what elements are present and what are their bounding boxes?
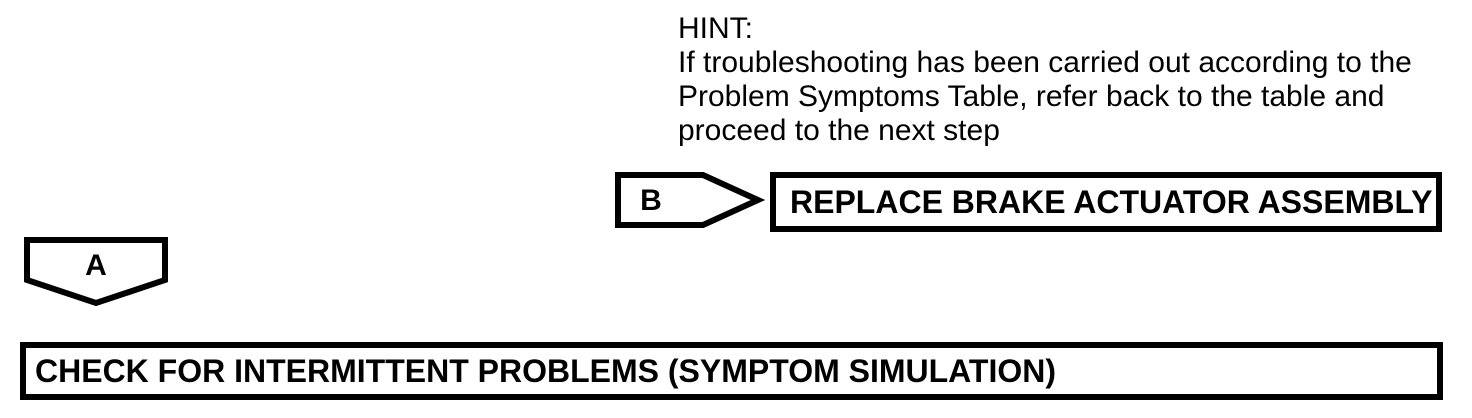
replace-box-label: REPLACE BRAKE ACTUATOR ASSEMBLY (790, 183, 1433, 220)
connector-b-shape (615, 172, 766, 228)
connector-b-arrow: B (615, 172, 766, 228)
check-intermittent-problems-box: CHECK FOR INTERMITTENT PROBLEMS (SYMPTOM… (20, 342, 1443, 400)
connector-a-label: A (85, 249, 107, 282)
hint-line-3: proceed to the next step (678, 114, 1000, 147)
replace-brake-actuator-box: REPLACE BRAKE ACTUATOR ASSEMBLY (770, 172, 1442, 232)
connector-b-label: B (640, 184, 662, 217)
hint-note: HINT: If troubleshooting has been carrie… (678, 12, 1412, 148)
hint-heading: HINT: (678, 12, 753, 45)
connector-a-shape (24, 237, 168, 307)
check-box-label: CHECK FOR INTERMITTENT PROBLEMS (SYMPTOM… (35, 352, 1056, 389)
hint-line-1: If troubleshooting has been carried out … (678, 46, 1412, 79)
connector-a-pointer: A (24, 237, 168, 307)
hint-line-2: Problem Symptoms Table, refer back to th… (678, 80, 1385, 113)
